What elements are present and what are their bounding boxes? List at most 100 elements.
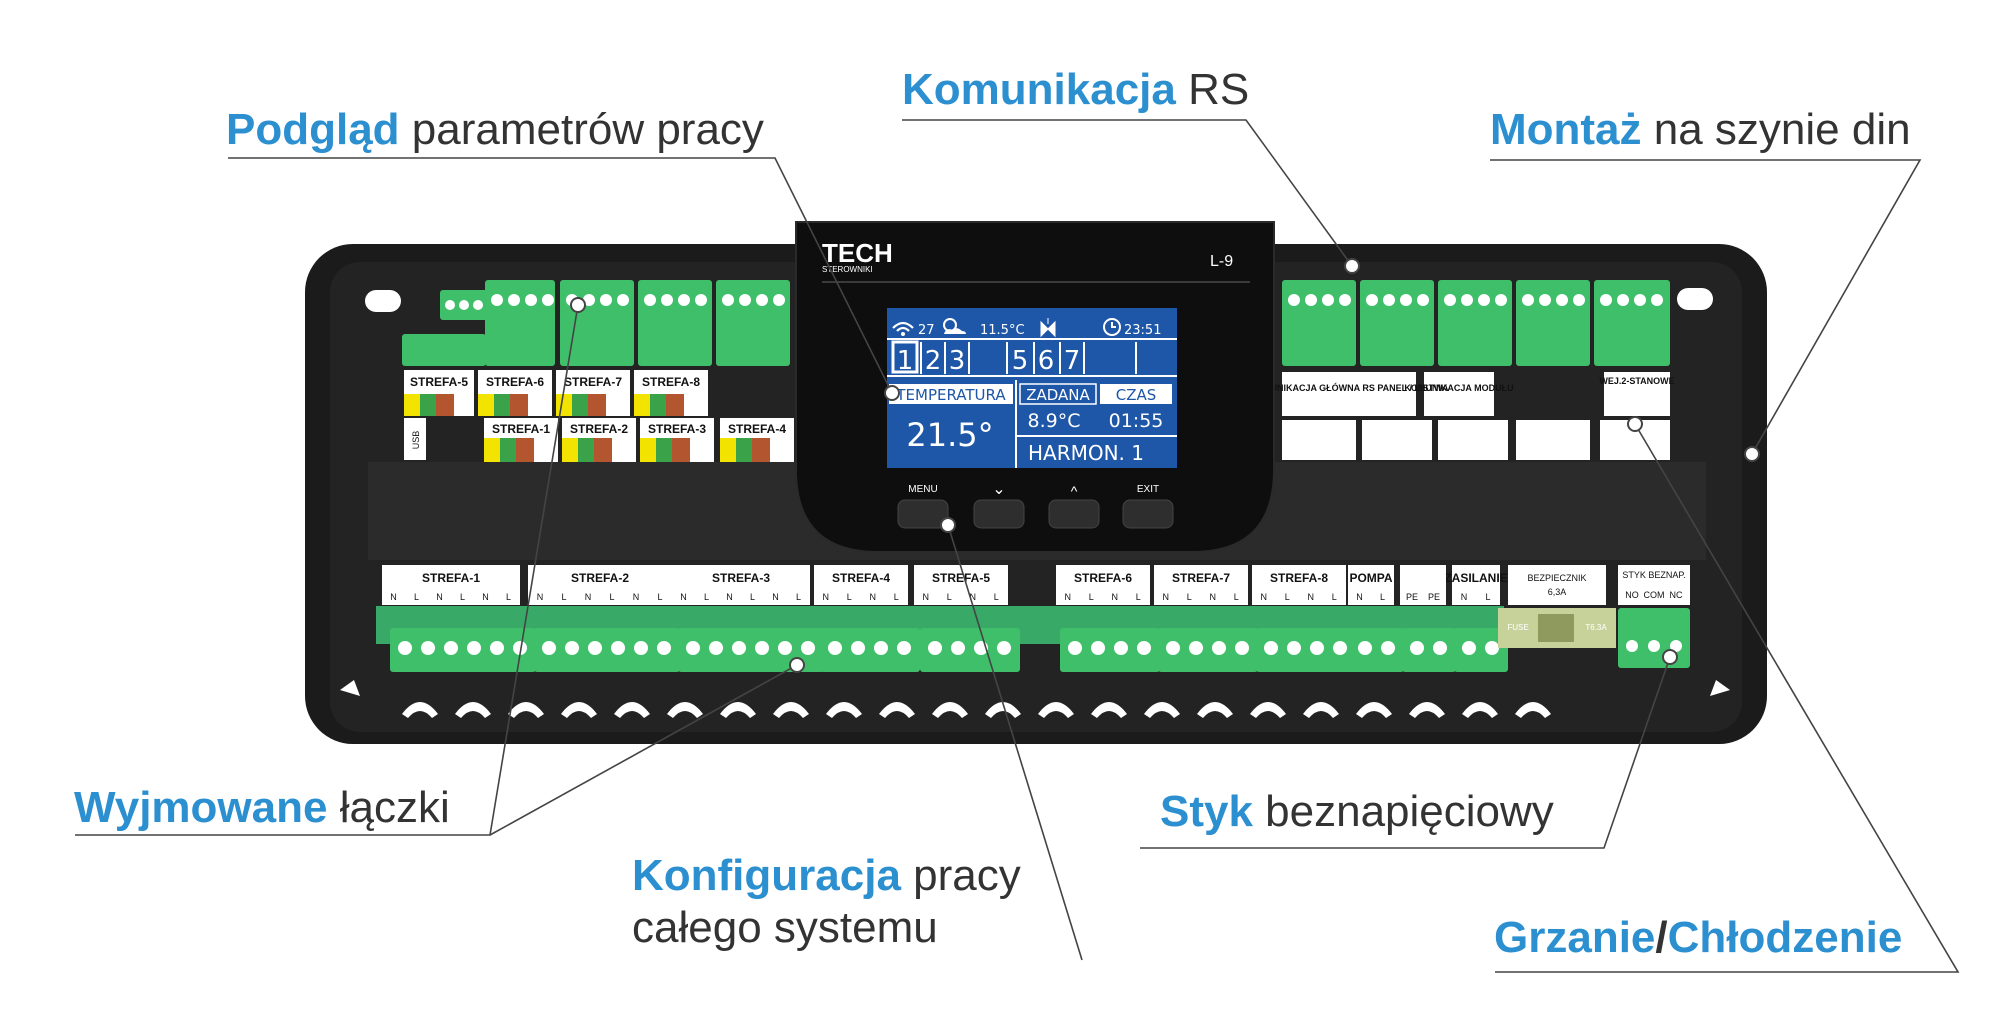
cable-clamp xyxy=(1303,702,1339,718)
screw-head xyxy=(1410,641,1424,655)
wifi-icon xyxy=(892,321,914,332)
callout-styk-text: beznapięciowy xyxy=(1252,787,1554,836)
terminal-block[interactable] xyxy=(1454,628,1508,672)
control-buttons: MENU ⌄ ^ EXIT xyxy=(897,481,1174,529)
screw-head xyxy=(600,294,612,306)
label-strefa-5: STREFA-5 xyxy=(410,375,468,389)
terminal-block[interactable] xyxy=(390,628,536,672)
callout-podglad-text: parametrów pracy xyxy=(399,105,764,154)
screw-head xyxy=(1091,641,1105,655)
callout-konfiguracja-text: pracy xyxy=(900,851,1021,900)
lcd-time: 23:51 xyxy=(1124,323,1161,338)
screw-head xyxy=(1495,294,1507,306)
terminal-block[interactable] xyxy=(1256,628,1356,672)
screw-head xyxy=(588,641,602,655)
pin-label: L xyxy=(1234,592,1239,602)
relay-pin-com: COM xyxy=(1644,590,1665,600)
pin-label: N xyxy=(870,592,877,602)
cable-clamp xyxy=(932,702,968,718)
screw-head xyxy=(828,641,842,655)
label-strefa-8: STREFA-8 xyxy=(642,375,700,389)
zone-label-panel xyxy=(1452,565,1500,605)
terminal-block[interactable] xyxy=(920,628,1020,672)
zone-label-panel xyxy=(1056,565,1150,605)
zone-label-panel xyxy=(814,565,908,605)
fuse-label: BEZPIECZNIK xyxy=(1527,573,1586,583)
pin-label: L xyxy=(657,592,662,602)
screw-head xyxy=(508,294,520,306)
terminal-block[interactable] xyxy=(678,628,824,672)
screw-head xyxy=(1366,294,1378,306)
screw-head xyxy=(444,641,458,655)
screw-head xyxy=(773,294,785,306)
terminal-block[interactable] xyxy=(1402,628,1456,672)
screw-head xyxy=(1478,294,1490,306)
exit-button[interactable] xyxy=(1122,499,1174,529)
cable-clamp xyxy=(1409,702,1445,718)
pin-label: N xyxy=(680,592,687,602)
callout-podglad: Podgląd parametrów pracy xyxy=(226,104,764,156)
screw-head xyxy=(1305,294,1317,306)
screw-head xyxy=(1651,294,1663,306)
callout-wyjmowane-highlight: Wyjmowane xyxy=(74,783,328,832)
pin-label: N xyxy=(923,592,930,602)
lcd-time-value: 01:55 xyxy=(1109,410,1164,432)
screw-head xyxy=(951,641,965,655)
menu-button[interactable] xyxy=(897,499,949,529)
screw-head xyxy=(1444,294,1456,306)
pin-label: L xyxy=(750,592,755,602)
pe-pin-label: PE xyxy=(1428,592,1440,602)
screw-head xyxy=(1288,294,1300,306)
pin-label: L xyxy=(460,592,465,602)
lcd-set-label: ZADANA xyxy=(1026,386,1090,404)
cable-clamp xyxy=(720,702,756,718)
screw-head xyxy=(801,641,815,655)
lcd-temp-label: TEMPERATURA xyxy=(895,386,1006,404)
screw-head xyxy=(1381,641,1395,655)
callout-montaz-highlight: Montaż xyxy=(1490,105,1642,154)
screw-head xyxy=(1235,641,1249,655)
screw-head xyxy=(1573,294,1585,306)
screw-head xyxy=(611,641,625,655)
zone-label-panel xyxy=(672,565,810,605)
terminal-block[interactable] xyxy=(1350,628,1404,672)
terminal-block[interactable] xyxy=(1060,628,1160,672)
down-button[interactable] xyxy=(973,499,1025,529)
callout-komunikacja: Komunikacja RS xyxy=(902,64,1249,116)
screw-head xyxy=(928,641,942,655)
screw-head xyxy=(490,641,504,655)
cable-clamp xyxy=(1197,702,1233,718)
mounting-slot xyxy=(365,290,401,312)
lcd-mode: HARMON. 1 xyxy=(1028,441,1144,465)
fuse-value: 6,3A xyxy=(1548,587,1567,597)
pin-label: N xyxy=(390,592,397,602)
bottom-terminals xyxy=(376,606,1508,672)
zone-label-panel xyxy=(1348,565,1394,605)
exit-button-label: EXIT xyxy=(1137,484,1159,495)
callout-grzanie-highlight: Grzanie xyxy=(1494,913,1656,962)
cable-clamp xyxy=(1144,702,1180,718)
callout-komunikacja-highlight: Komunikacja xyxy=(902,65,1176,114)
cable-clamp xyxy=(1091,702,1127,718)
up-button[interactable] xyxy=(1048,499,1100,529)
relay-pin-no: NO xyxy=(1625,590,1639,600)
mounting-slot xyxy=(1677,288,1713,310)
lcd-zone-2: 2 xyxy=(925,346,942,376)
terminal-block[interactable] xyxy=(1158,628,1258,672)
clock-icon xyxy=(1103,318,1121,336)
bottom-label-8: POMPA xyxy=(1349,571,1392,585)
bottom-label-6: STREFA-7 xyxy=(1172,571,1230,585)
terminal-block[interactable] xyxy=(534,628,680,672)
screw-head xyxy=(1556,294,1568,306)
cable-clamp xyxy=(826,702,862,718)
pin-label: N xyxy=(537,592,544,602)
lcd-temp-value: 21.5° xyxy=(906,416,993,454)
label-komunikacja-modulu: KOMUNIKACJA MODUŁU xyxy=(1404,383,1513,393)
pin-label: N xyxy=(585,592,592,602)
screw-head xyxy=(1189,641,1203,655)
terminal-block[interactable] xyxy=(820,628,920,672)
